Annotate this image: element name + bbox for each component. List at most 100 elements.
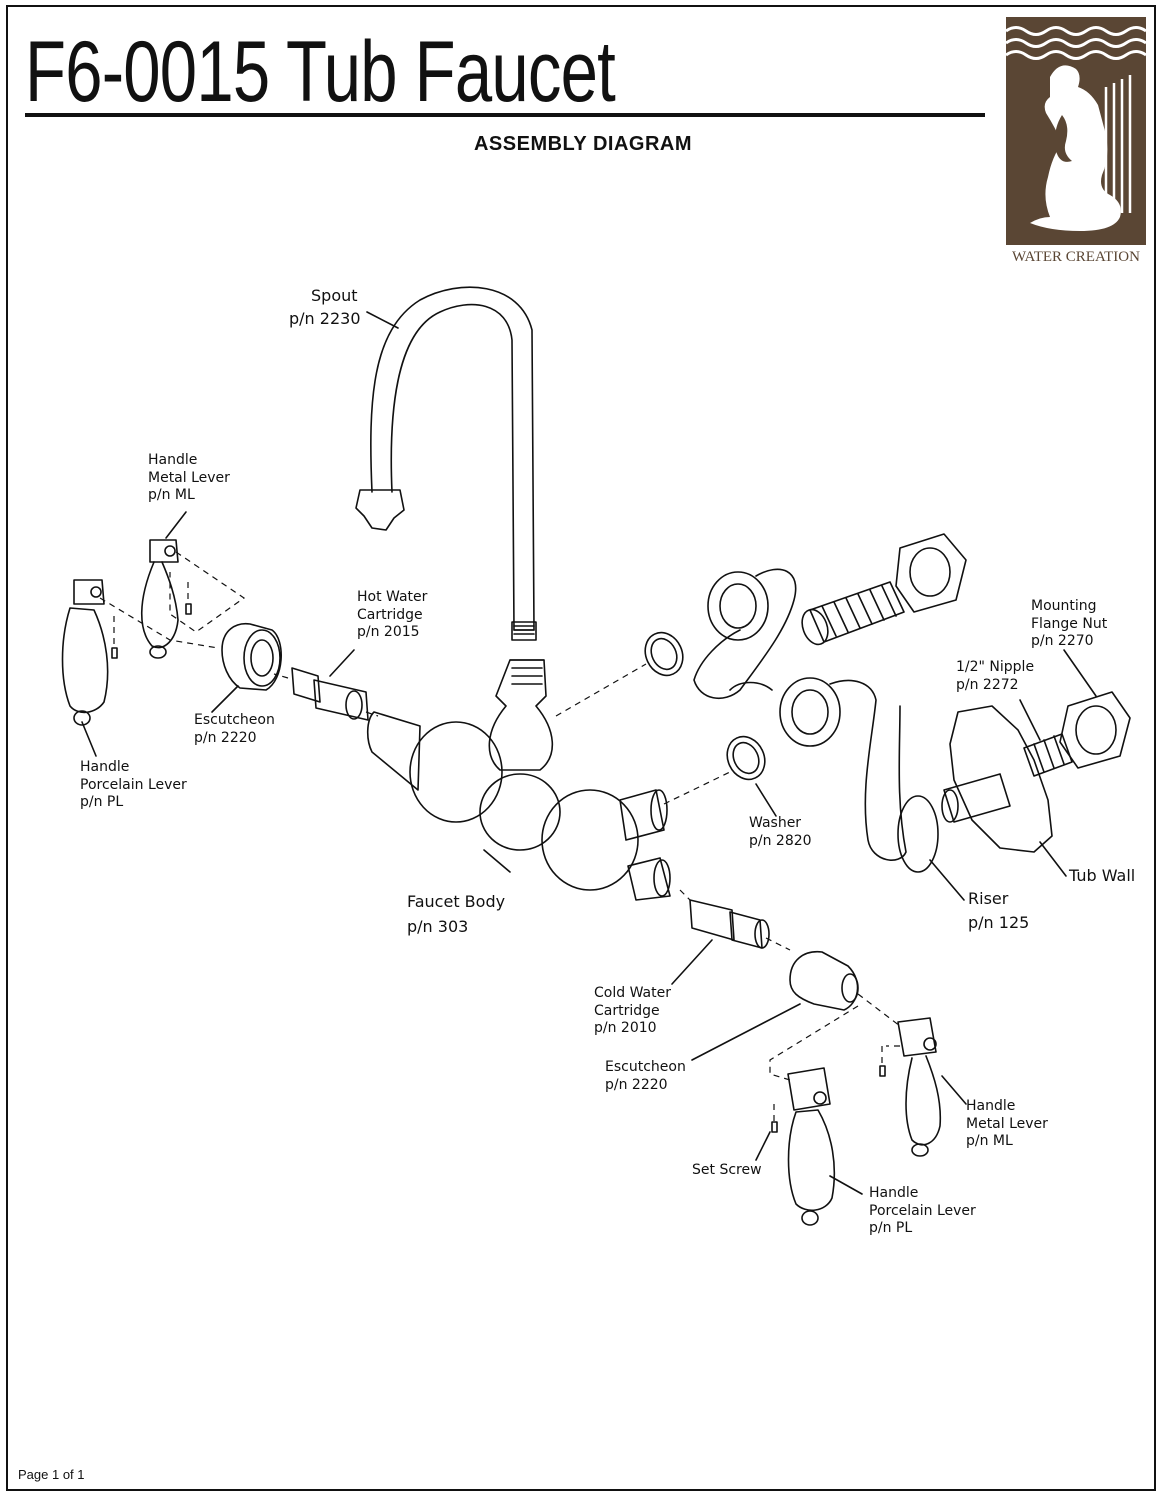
page-border [6,5,1156,1491]
brand-logo [1006,17,1146,245]
label-line: Riser [968,889,1009,908]
guide-left-screws [113,582,189,648]
guide-lower-riser [663,771,731,805]
handle-porcelain-left-part [61,579,109,726]
label-line: Washer [749,815,802,831]
label-line: Escutcheon [194,712,275,728]
riser-upper-part [693,568,797,699]
label-pn: p/n ML [966,1133,1013,1149]
label-pn: p/n 2015 [357,624,420,640]
label-line: Cartridge [357,606,423,623]
faucet-body-part [366,659,671,901]
label-line: Handle [966,1098,1016,1114]
label-line: Cartridge [594,1002,660,1019]
leader-handle-porcelain-left [81,721,97,757]
label-pn: p/n 2220 [194,729,257,746]
leader-set-screw [755,1131,771,1161]
label-line: Faucet Body [407,892,506,911]
label-line: Porcelain Lever [869,1202,976,1219]
label-line: Hot Water [357,589,428,605]
brand-logo-artwork [1006,26,1146,231]
guide-right-screws [773,1046,883,1122]
label-line: Porcelain Lever [80,776,187,793]
label-pn: p/n 2010 [594,1020,657,1036]
label-pn: p/n 303 [407,917,469,936]
leader-escutcheon-right [691,1003,801,1061]
brand-name: WATER CREATION [1012,249,1140,265]
leader-spout [366,311,399,329]
label-riser: Riser p/n 125 [968,887,1029,935]
label-spout-name: Spout [311,286,358,305]
label-line: Metal Lever [966,1115,1048,1132]
guide-left-metal [169,551,246,633]
nipple-upper-part [801,581,905,646]
page-subtitle: ASSEMBLY DIAGRAM [473,133,693,155]
leader-tub-wall [1039,841,1067,877]
label-pn: p/n PL [869,1220,913,1236]
riser-lower-part [779,677,939,873]
label-line: Flange Nut [1031,615,1108,632]
spout-part [355,286,537,641]
label-pn: p/n 2270 [1031,633,1094,649]
label-line: Mounting [1031,598,1097,614]
escutcheon-left-part [221,622,282,691]
label-pn: p/n PL [80,794,124,810]
label-pn: p/n ML [148,487,195,503]
label-line: Metal Lever [148,469,230,486]
hot-cartridge-part [291,667,369,721]
guide-right-porcelain [769,1005,859,1081]
leader-washer [755,783,777,817]
guide-cold-cartridge [679,889,791,951]
label-spout: Spout [311,284,358,308]
page-number: Page 1 of 1 [18,1467,85,1482]
guide-left-porcelain [99,597,219,649]
label-line: Escutcheon [605,1059,686,1075]
leader-handle-porcelain-right [829,1175,863,1195]
label-line: Handle [869,1185,919,1201]
handle-metal-right-part [897,1017,942,1157]
label-spout-pn: p/n 2230 [289,309,361,328]
label-line: Cold Water [594,985,671,1001]
escutcheon-right-part [789,951,859,1011]
label-tub-wall: Tub Wall [1069,866,1136,885]
leader-escutcheon-left [211,685,239,713]
guide-right-metal [857,993,901,1027]
page-title: F6-0015 Tub Faucet [25,24,616,120]
title-rule [25,113,985,117]
washer-upper-part [644,631,684,677]
label-line: 1/2" Nipple [956,659,1035,675]
label-line: Handle [148,452,198,468]
leader-nipple [1019,699,1041,741]
tub-wall-part [941,705,1053,853]
label-line: Handle [80,759,130,775]
leader-hot-cartridge [329,649,355,677]
handle-porcelain-right-part [787,1067,836,1226]
leader-riser [929,859,965,901]
nipple-lower-part [1023,733,1073,777]
leader-handle-metal-right [941,1075,967,1105]
label-faucet-body: Faucet Body p/n 303 [407,890,505,939]
mounting-nut-upper-part [895,533,967,613]
leader-cold-cartridge [671,939,713,985]
label-pn: p/n 125 [968,913,1030,932]
mounting-nut-lower-part [1059,691,1131,769]
handle-metal-left-part [140,539,179,659]
guide-hot-cartridge [273,673,379,717]
label-pn: p/n 2820 [749,832,812,849]
guide-upper-riser [555,663,647,717]
leader-faucet-body [483,849,511,873]
leader-mounting-nut [1063,649,1097,697]
cold-cartridge-part [689,899,770,949]
